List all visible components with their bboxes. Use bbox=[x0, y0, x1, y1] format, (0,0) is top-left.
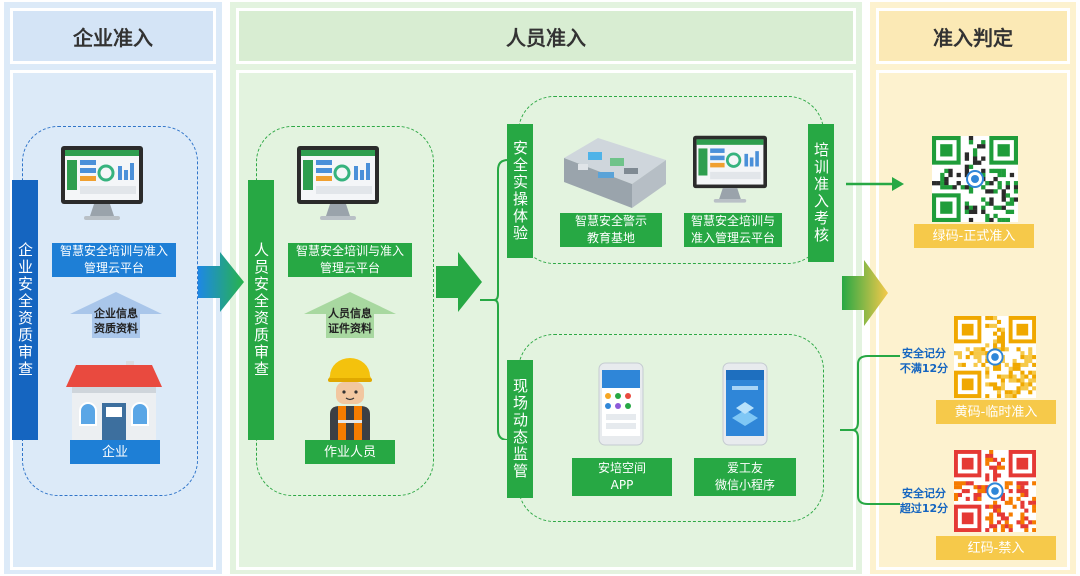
worker-icon bbox=[328, 358, 372, 440]
branch-connector bbox=[840, 355, 900, 505]
exam-bar: 培训准入考核 bbox=[808, 124, 834, 262]
judgement-header: 准入判定 bbox=[876, 8, 1070, 64]
red-code-label: 红码-禁入 bbox=[936, 536, 1056, 560]
enterprise-body bbox=[10, 70, 216, 570]
practice-bar: 安全实操体验 bbox=[507, 124, 533, 258]
personnel-platform-label: 智慧安全培训与准入 管理云平台 bbox=[288, 243, 412, 277]
monitor-icon bbox=[61, 146, 143, 220]
practice-platform-label: 智慧安全培训与 准入管理云平台 bbox=[684, 213, 782, 247]
yellow-code-label: 黄码-临时准入 bbox=[936, 400, 1056, 424]
mini-program-icon bbox=[722, 362, 768, 446]
personnel-header: 人员准入 bbox=[236, 8, 856, 64]
flow-arrow-icon bbox=[198, 252, 244, 312]
arrow-right-icon bbox=[846, 177, 904, 191]
flow-arrow-icon bbox=[436, 252, 482, 312]
enterprise-platform-label: 智慧安全培训与准入 管理云平台 bbox=[52, 243, 176, 277]
branch-connector bbox=[480, 159, 516, 440]
personnel-body bbox=[236, 70, 856, 570]
green-qr-code bbox=[932, 136, 1018, 222]
personnel-info-text: 人员信息 证件资料 bbox=[328, 307, 372, 335]
company-label: 企业 bbox=[70, 440, 160, 464]
enterprise-header: 企业准入 bbox=[10, 8, 216, 64]
up-arrow-icon bbox=[304, 292, 396, 338]
phone-app-icon bbox=[598, 362, 644, 446]
up-arrow-icon bbox=[70, 292, 162, 338]
personnel-review-bar: 人员安全资质审查 bbox=[248, 180, 274, 440]
monitor-icon bbox=[297, 146, 379, 220]
judgement-body bbox=[876, 70, 1070, 570]
green-code-label: 绿码-正式准入 bbox=[914, 224, 1034, 248]
education-base-label: 智慧安全警示 教育基地 bbox=[560, 213, 662, 247]
enterprise-review-bar: 企业安全资质审查 bbox=[12, 180, 38, 440]
enterprise-info-text: 企业信息 资质资料 bbox=[94, 307, 138, 335]
education-base-icon bbox=[564, 138, 666, 208]
red-condition-text: 安全记分 超过12分 bbox=[899, 487, 949, 515]
worker-label: 作业人员 bbox=[305, 440, 395, 464]
flow-arrow-icon bbox=[842, 260, 888, 326]
app1-label: 安培空间 APP bbox=[572, 458, 672, 496]
app2-label: 爱工友 微信小程序 bbox=[694, 458, 796, 496]
red-qr-code bbox=[954, 450, 1036, 532]
company-building-icon bbox=[66, 361, 162, 441]
monitor-icon bbox=[693, 135, 767, 203]
yellow-condition-text: 安全记分 不满12分 bbox=[899, 347, 949, 375]
yellow-qr-code bbox=[954, 316, 1036, 398]
monitor-bar: 现场动态监管 bbox=[507, 360, 533, 498]
